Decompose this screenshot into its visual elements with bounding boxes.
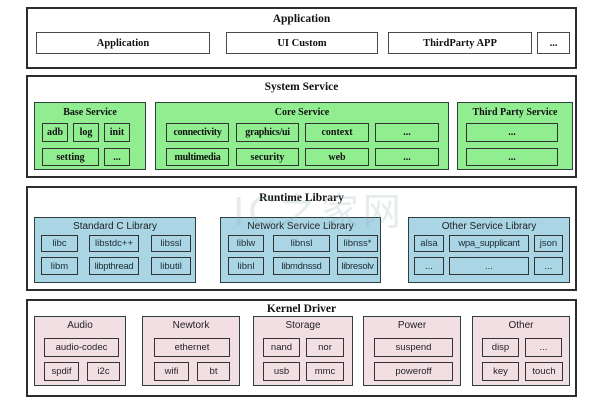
box-ellipsis: ... bbox=[414, 257, 444, 275]
box-ellipsis: ... bbox=[534, 257, 563, 275]
group-storage: Storage nand nor usb mmc bbox=[253, 316, 353, 386]
box-ethernet: ethernet bbox=[154, 338, 230, 357]
box-libstdcpp: libstdc++ bbox=[89, 235, 139, 252]
box-multimedia: multimedia bbox=[166, 148, 229, 166]
group-other-service-library: Other Service Library alsa wpa_supplican… bbox=[408, 217, 570, 283]
box-suspend: suspend bbox=[374, 338, 453, 357]
box-graphics-ui: graphics/ui bbox=[236, 123, 299, 142]
layer-title-kernel-driver: Kernel Driver bbox=[266, 303, 337, 315]
layer-kernel-driver: Kernel Driver Audio audio-codec spdif i2… bbox=[26, 299, 577, 397]
layer-title-system-service: System Service bbox=[264, 81, 339, 93]
box-usb: usb bbox=[263, 362, 300, 381]
group-other: Other disp ... key touch bbox=[472, 316, 570, 386]
group-core-service: Core Service connectivity graphics/ui co… bbox=[155, 102, 449, 170]
box-libutil: libutil bbox=[151, 257, 191, 275]
group-title-other: Other bbox=[508, 320, 534, 331]
group-power: Power suspend poweroff bbox=[363, 316, 461, 386]
layer-runtime-library: Runtime Library Standard C Library libc … bbox=[26, 186, 577, 291]
box-touch: touch bbox=[525, 362, 563, 381]
box-ellipsis: ... bbox=[525, 338, 562, 357]
layer-title-runtime-library: Runtime Library bbox=[259, 192, 344, 204]
box-wpa-supplicant: wpa_supplicant bbox=[449, 235, 529, 252]
box-context: context bbox=[305, 123, 369, 142]
box-nor: nor bbox=[306, 338, 344, 357]
group-base-service: Base Service adb log init setting ... bbox=[34, 102, 146, 170]
box-libpthread: libpthread bbox=[89, 257, 139, 275]
group-title-core-service: Core Service bbox=[274, 107, 330, 118]
box-application: Application bbox=[36, 32, 210, 54]
box-ellipsis: ... bbox=[449, 257, 529, 275]
box-ellipsis: ... bbox=[375, 148, 439, 166]
box-libm: libm bbox=[41, 257, 78, 275]
box-alsa: alsa bbox=[414, 235, 444, 252]
group-audio: Audio audio-codec spdif i2c bbox=[34, 316, 126, 386]
box-i2c: i2c bbox=[87, 362, 120, 381]
box-web: web bbox=[305, 148, 369, 166]
box-connectivity: connectivity bbox=[166, 123, 229, 142]
box-libresolv: libresolv bbox=[337, 257, 378, 275]
box-libc: libc bbox=[41, 235, 78, 252]
box-poweroff: poweroff bbox=[374, 362, 453, 381]
group-title-network-service-library: Network Service Library bbox=[247, 221, 354, 232]
box-libnl: libnl bbox=[228, 257, 264, 275]
box-key: key bbox=[482, 362, 519, 381]
box-liblw: liblw bbox=[228, 235, 264, 252]
box-mmc: mmc bbox=[306, 362, 344, 381]
box-ellipsis: ... bbox=[466, 148, 558, 166]
group-title-storage: Storage bbox=[285, 320, 321, 331]
box-security: security bbox=[236, 148, 299, 166]
group-title-standard-c-library: Standard C Library bbox=[73, 221, 157, 232]
box-json: json bbox=[534, 235, 563, 252]
group-third-party-service: Third Party Service ... ... bbox=[457, 102, 573, 170]
box-adb: adb bbox=[42, 123, 68, 142]
group-title-third-party-service: Third Party Service bbox=[472, 107, 558, 118]
box-libnsl: libnsl bbox=[273, 235, 330, 252]
box-ellipsis: ... bbox=[375, 123, 439, 142]
box-nand: nand bbox=[263, 338, 300, 357]
group-title-power: Power bbox=[397, 320, 427, 331]
group-standard-c-library: Standard C Library libc libstdc++ libssl… bbox=[34, 217, 196, 283]
box-init: init bbox=[104, 123, 130, 142]
box-ellipsis: ... bbox=[466, 123, 558, 142]
box-log: log bbox=[73, 123, 99, 142]
group-title-audio: Audio bbox=[67, 320, 93, 331]
group-title-base-service: Base Service bbox=[63, 107, 117, 118]
box-thirdparty-app: ThirdParty APP bbox=[388, 32, 532, 54]
box-libmdnssd: libmdnssd bbox=[273, 257, 330, 275]
box-spdif: spdif bbox=[44, 362, 79, 381]
box-ellipsis: ... bbox=[537, 32, 570, 54]
group-network-service-library: Network Service Library liblw libnsl lib… bbox=[220, 217, 381, 283]
group-title-other-service-library: Other Service Library bbox=[441, 221, 537, 232]
box-libnss: libnss* bbox=[337, 235, 378, 252]
box-libssl: libssl bbox=[151, 235, 191, 252]
box-setting: setting bbox=[42, 148, 99, 166]
box-bt: bt bbox=[197, 362, 230, 381]
group-newtork: Newtork ethernet wifi bt bbox=[142, 316, 240, 386]
box-audio-codec: audio-codec bbox=[44, 338, 119, 357]
group-title-newtork: Newtork bbox=[172, 320, 210, 331]
layer-title-application: Application bbox=[272, 13, 331, 25]
box-ui-custom: UI Custom bbox=[226, 32, 378, 54]
box-ellipsis: ... bbox=[104, 148, 130, 166]
box-wifi: wifi bbox=[154, 362, 189, 381]
box-disp: disp bbox=[482, 338, 519, 357]
layer-system-service: System Service Base Service adb log init… bbox=[26, 75, 577, 178]
layer-application: Application Application UI Custom ThirdP… bbox=[26, 7, 577, 69]
